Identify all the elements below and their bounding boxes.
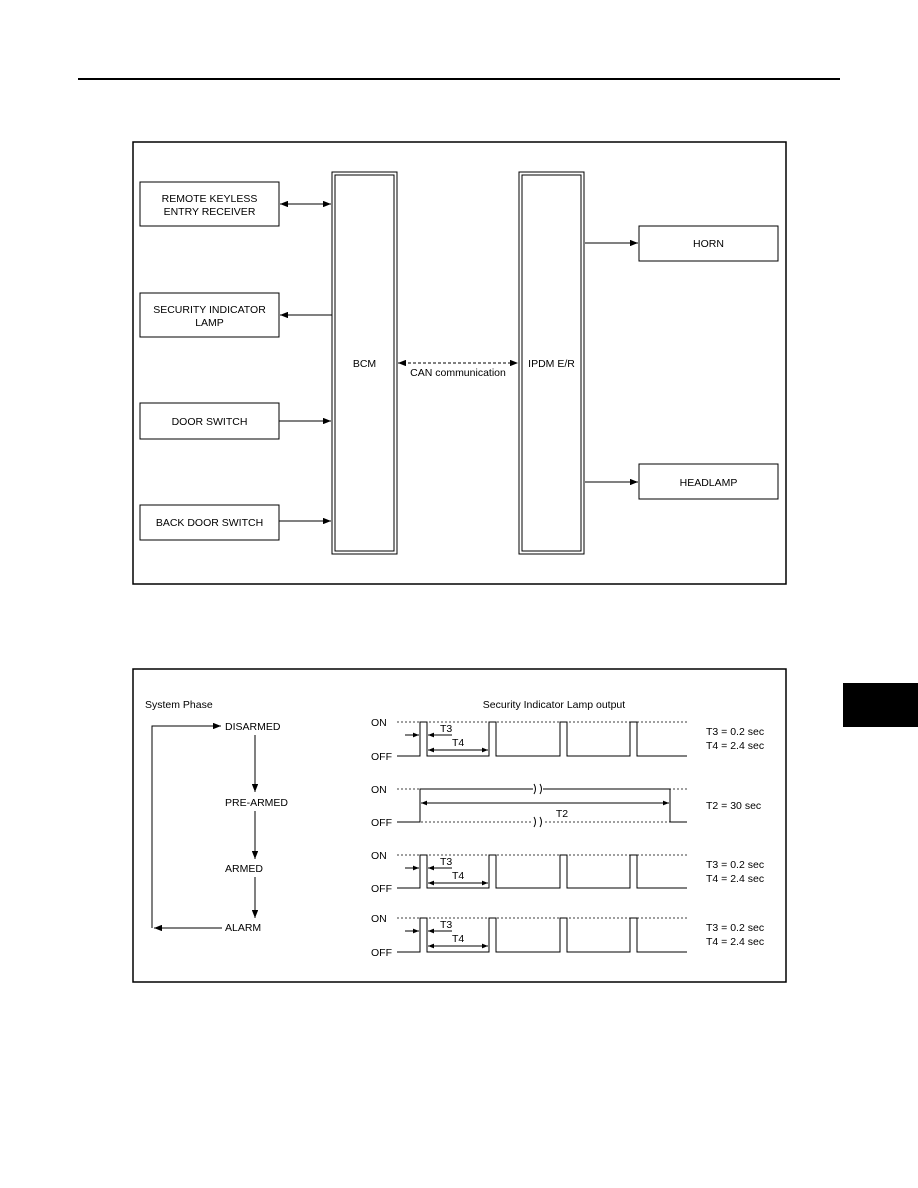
ipdm-box: IPDM E/R xyxy=(518,171,585,555)
row4-t3-label: T3 xyxy=(440,919,452,931)
rke-receiver-outline xyxy=(139,181,280,227)
row4-t3-note: T3 = 0.2 sec xyxy=(706,922,764,934)
rke-receiver-label-line2: ENTRY RECEIVER xyxy=(164,206,256,218)
back-door-switch-outline xyxy=(139,504,280,541)
block-diagram-frame xyxy=(132,141,787,585)
row1-t4-note: T4 = 2.4 sec xyxy=(706,740,764,752)
row1-on-label: ON xyxy=(371,717,387,729)
row2-off-label: OFF xyxy=(371,817,392,829)
row2-on-break-mark-right xyxy=(539,783,542,795)
row4-t4-note: T4 = 2.4 sec xyxy=(706,936,764,948)
can-communication-label: CAN communication xyxy=(410,367,506,379)
bcm-box: BCM xyxy=(331,171,398,555)
row4-lamp-waveform xyxy=(397,917,687,953)
row4-off-label: OFF xyxy=(371,947,392,959)
row3-t3-label: T3 xyxy=(440,856,452,868)
phase-loop-return-arrow xyxy=(151,722,221,928)
row2-lamp-waveform xyxy=(397,788,687,823)
security-lamp-label-line2: LAMP xyxy=(195,317,224,329)
row3-on-label: ON xyxy=(371,850,387,862)
row2-t2-label: T2 xyxy=(556,808,568,820)
row3-t4-label: T4 xyxy=(452,870,464,882)
row1-t3-label: T3 xyxy=(440,723,452,735)
row1-t3-note: T3 = 0.2 sec xyxy=(706,726,764,738)
row2-off-break-gap xyxy=(533,818,543,826)
section-tab xyxy=(843,683,918,727)
phase-alarm: ALARM xyxy=(225,922,261,934)
row1-lamp-waveform xyxy=(397,721,687,757)
headlamp-label: HEADLAMP xyxy=(680,477,738,489)
door-switch-box: DOOR SWITCH xyxy=(139,402,280,440)
security-lamp-box: SECURITY INDICATOR LAMP xyxy=(139,292,280,338)
rke-receiver-label-line1: REMOTE KEYLESS xyxy=(162,193,258,205)
block-diagram: REMOTE KEYLESS ENTRY RECEIVER SECURITY I… xyxy=(132,141,787,585)
ipdm-label: IPDM E/R xyxy=(528,358,575,370)
ipdm-inner-outline xyxy=(521,174,582,552)
security-lamp-outline xyxy=(139,292,280,338)
row3-t4-note: T4 = 2.4 sec xyxy=(706,873,764,885)
horn-box: HORN xyxy=(638,225,779,262)
lamp-output-title: Security Indicator Lamp output xyxy=(483,699,625,711)
horn-label: HORN xyxy=(693,238,724,250)
row3-lamp-waveform xyxy=(397,854,687,889)
phase-armed: ARMED xyxy=(225,863,263,875)
bcm-label: BCM xyxy=(353,358,376,370)
row2-on-label: ON xyxy=(371,784,387,796)
door-switch-outline xyxy=(139,402,280,440)
row4-on-label: ON xyxy=(371,913,387,925)
door-switch-label: DOOR SWITCH xyxy=(172,416,248,428)
row2-off-break-mark-left xyxy=(533,816,536,828)
back-door-switch-label: BACK DOOR SWITCH xyxy=(156,517,263,529)
row1-t4-label: T4 xyxy=(452,737,464,749)
row2-on-break-mark-left xyxy=(533,783,536,795)
row4-t4-label: T4 xyxy=(452,933,464,945)
headlamp-box: HEADLAMP xyxy=(638,463,779,500)
row2-on-break-gap xyxy=(533,785,543,793)
phase-disarmed: DISARMED xyxy=(225,721,281,733)
timing-diagram-frame xyxy=(132,668,787,983)
row1-off-label: OFF xyxy=(371,751,392,763)
phase-pre-armed: PRE-ARMED xyxy=(225,797,288,809)
row2-t2-note: T2 = 30 sec xyxy=(706,800,761,812)
back-door-switch-box: BACK DOOR SWITCH xyxy=(139,504,280,541)
row2-off-break-mark-right xyxy=(539,816,542,828)
bcm-inner-outline xyxy=(334,174,395,552)
headlamp-outline xyxy=(638,463,779,500)
security-lamp-label-line1: SECURITY INDICATOR xyxy=(153,304,266,316)
row3-t3-note: T3 = 0.2 sec xyxy=(706,859,764,871)
system-phase-title: System Phase xyxy=(145,699,213,711)
horn-outline xyxy=(638,225,779,262)
rke-receiver-box: REMOTE KEYLESS ENTRY RECEIVER xyxy=(139,181,280,227)
timing-diagram: System Phase Security Indicator Lamp out… xyxy=(132,668,787,983)
row3-off-label: OFF xyxy=(371,883,392,895)
